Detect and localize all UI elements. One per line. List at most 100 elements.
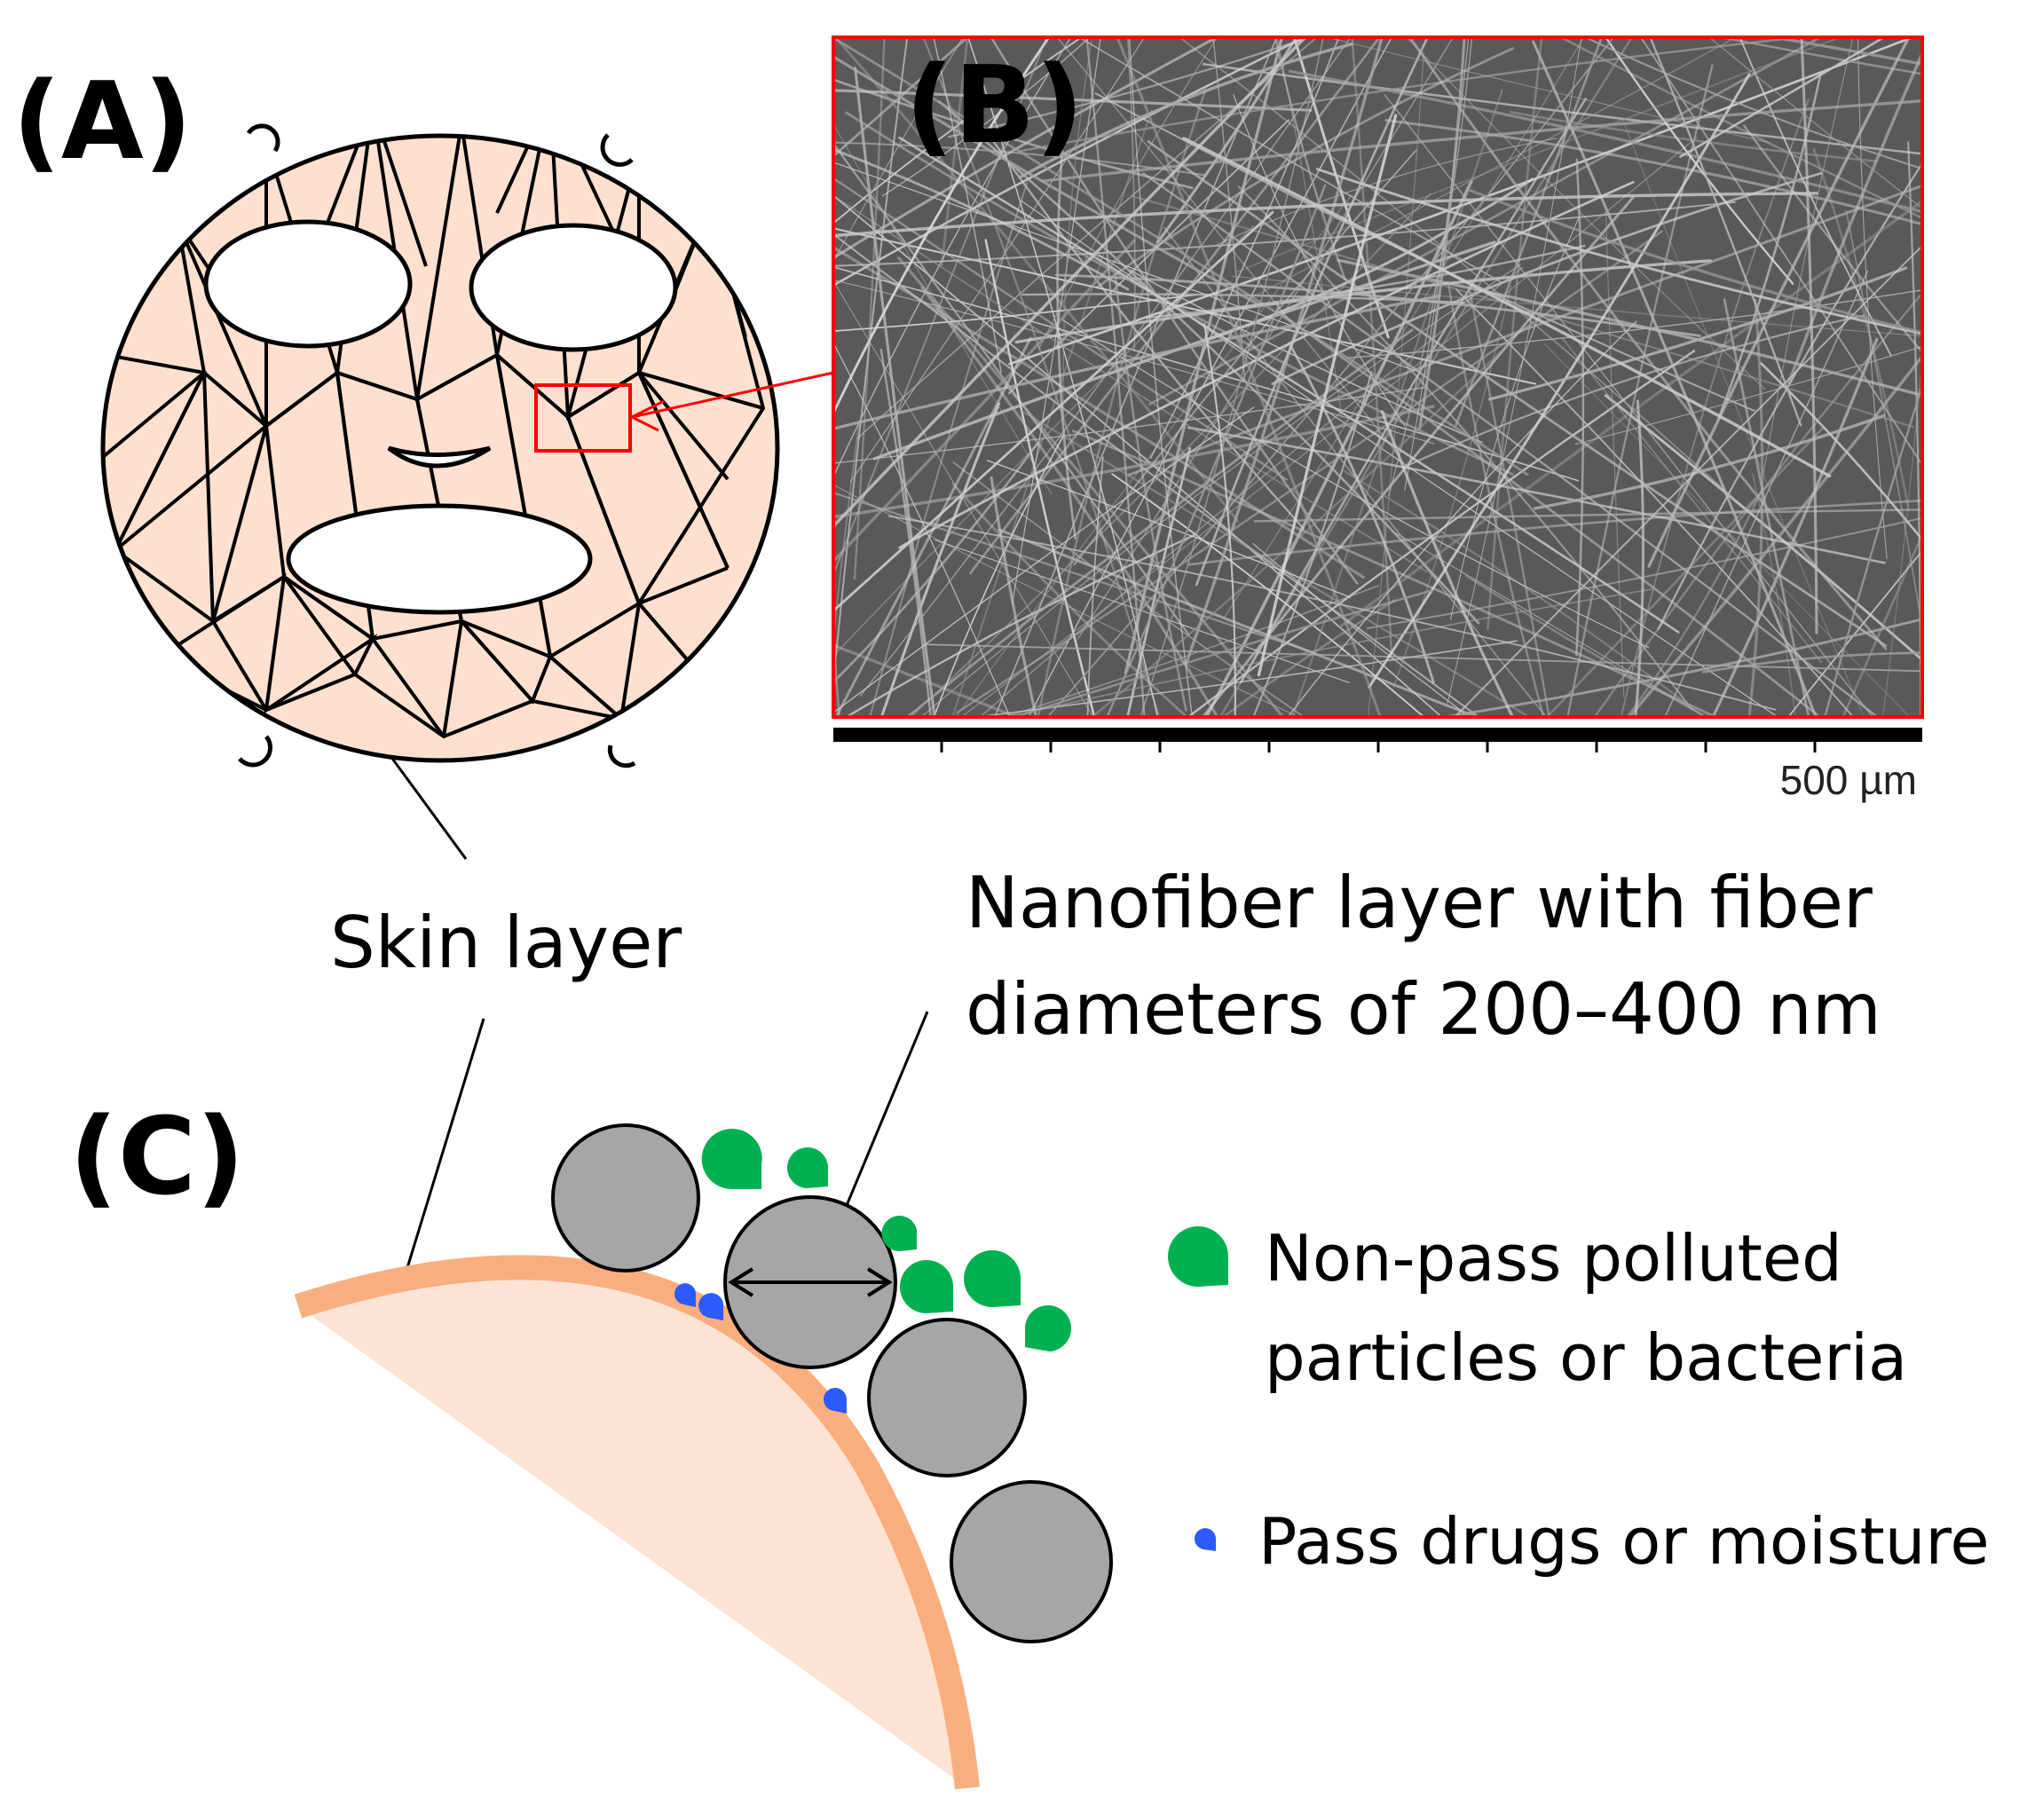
face-mask [100,123,780,768]
fiber-strand [1142,172,1880,717]
fiber-strand [834,336,1032,717]
fiber-strand [969,37,1382,575]
bacteria-particle [787,1147,828,1188]
fiber-strand [869,182,1029,717]
fiber-strand [1237,185,1693,711]
fiber-strand [833,294,1197,332]
legend-non-pass-line1: Non-pass polluted [1265,1221,1842,1296]
fiber-strand [1368,51,1424,717]
fiber-strand [833,406,1255,714]
fiber-strand [920,264,1521,717]
fiber-strand [1907,141,1922,717]
fiber-strand [833,210,1274,613]
fiber-strand [1201,196,1635,717]
fiber-strand [956,230,1663,714]
fiber-strand [922,37,1161,717]
fiber-strand [1763,37,1854,476]
fiber-strand [1020,409,1531,717]
scale-bar: 500 µm [833,728,1922,803]
fiber-strand [1062,37,1093,430]
fiber-strand [833,37,1072,479]
fiber-strand [1711,337,1879,717]
fiber-strand [1366,516,1922,630]
fiber-strand [998,528,1480,717]
skin-label-leader-top [389,755,468,860]
fiber-strand [1014,259,1712,344]
fiber-strand [1447,37,1582,704]
fiber-strand [833,443,1038,684]
fiber-strand [844,532,1198,717]
fiber-strand [1723,298,1810,717]
legend-pass-label: Pass drugs or moisture [1258,1504,1990,1579]
fiber-strand [1071,429,1719,717]
fiber-strand [1276,37,1343,418]
fiber-strand [1195,37,1429,587]
fiber-strand [990,37,1359,585]
fiber-strand [1343,470,1706,717]
fiber-strand [1765,37,1922,66]
fiber-strand [833,294,1441,430]
fiber-strand [833,341,1011,717]
fiber-strand [1447,280,1545,717]
fiber-strand [1647,37,1911,568]
fiber-strand [1090,343,1510,717]
legend-pass-icon [1195,1528,1216,1551]
fiber-strand [1380,410,1515,717]
fiber-strand [1106,184,1327,717]
fiber-strand [833,37,1308,529]
panel-b-label: (B) [905,44,1084,168]
edge-notches [238,123,636,768]
fiber-strand [1187,426,1886,564]
fiber-strand [1747,298,1764,717]
fiber-strand [833,201,1736,267]
fiber-strand [1127,37,1136,352]
fiber-strand [1679,37,1887,158]
fiber-strand [1752,472,1796,717]
skin-label-leader-bottom [398,1018,485,1295]
non-pass-particles [701,1129,1071,1351]
fiber-strand [1187,499,1922,566]
droplet [698,1293,723,1320]
fiber-strand [833,492,1317,655]
fiber-strand [1028,37,1392,717]
fiber-strand [1257,114,1398,677]
fiber-strand [960,136,1698,717]
bacteria-particle [900,1260,953,1313]
fiber-strand [879,349,932,717]
fiber-strand [1627,353,1922,717]
fiber-strand [1252,371,1373,717]
droplet [674,1283,696,1307]
fiber-strand [1248,37,1738,301]
panel-a-label: (A) [12,60,193,184]
fiber-strand [833,386,1429,464]
fiber-strand [933,37,1002,374]
fiber-strand [1455,288,1855,717]
fiber-strand [1073,149,1417,566]
fiber-strand [1449,216,1581,620]
fiber-strand [1011,589,1433,717]
fiber-strand [920,286,1219,717]
fiber-strand [1003,585,1380,717]
fiber-strand [923,643,1922,673]
fiber-strand [833,177,1288,481]
fiber-strand [833,37,1051,412]
fiber-strand [859,37,1352,697]
fiber-strand [833,37,1048,577]
fiber-strand [1464,574,1710,717]
droplet [824,1388,847,1414]
fiber-strand [833,266,1580,482]
bacteria-particle [881,1216,917,1251]
fiber-strand [1639,37,1922,467]
fiber-strand [833,37,1084,225]
fiber-strand [1469,189,1922,335]
skin-tissue [298,1267,967,1788]
fiber-strand [833,232,1480,717]
fiber-strand [833,122,1053,495]
fiber-strand [1146,244,1586,319]
fiber-strand [833,246,1365,579]
fiber-strand [881,37,1092,197]
diameter-arrow [728,1267,893,1297]
fiber-strand [1224,37,1585,618]
fiber-strand [1824,382,1922,717]
